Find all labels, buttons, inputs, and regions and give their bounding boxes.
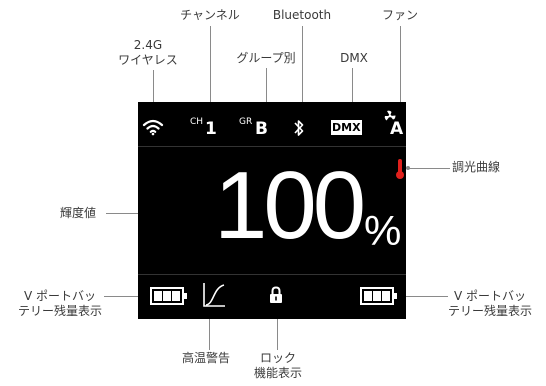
group-prefix: GR [239,117,253,127]
battery-left [150,287,187,305]
leader-lock [277,306,278,350]
label-dimming-curve: 調光曲線 [452,160,501,174]
leader-dmx [352,68,353,106]
channel-prefix: CH [190,117,204,127]
label-channel: チャンネル [180,8,240,22]
curve-icon [203,283,225,307]
battery-cell [373,291,381,301]
leader-wireless [153,70,154,106]
leader-group [266,68,267,106]
leader-v-port-right [396,296,448,297]
label-wireless: 2.4G ワイヤレス [118,38,178,67]
bluetooth-icon [294,120,304,136]
label-lock: ロック 機能表示 [253,351,302,380]
battery-cell [154,291,162,301]
battery-tip [184,293,187,299]
label-v-port-left: V ポートバッ テリー残量表示 [17,289,102,318]
channel-value: 1 [205,119,217,139]
wifi-icon [142,119,164,136]
dmx-badge: DMX [331,120,362,135]
group-value: B [255,119,268,139]
battery-cell [163,291,171,301]
leader-dimming-curve [408,168,450,169]
battery-cell [364,291,372,301]
label-v-port-right: V ポートバッ テリー残量表示 [447,289,532,318]
label-bluetooth: Bluetooth [272,8,332,22]
battery-cell [172,291,180,301]
battery-tip [394,293,397,299]
leader-overheat [209,308,210,350]
fan-mode: A [390,119,404,139]
device-screen: CH 1 GR B DMX A 100 % [138,102,406,319]
label-brightness: 輝度値 [60,206,97,220]
dmx-badge-label: DMX [332,121,361,134]
brightness-unit: % [364,207,402,254]
leader-channel [210,26,211,106]
battery-cell [382,291,390,301]
label-dmx: DMX [340,51,368,65]
label-fan: ファン [381,8,418,22]
thermometer-icon [396,159,404,179]
leader-dot [406,166,410,170]
leader-v-port-left [104,296,154,297]
fan-icon [384,110,396,121]
lock-icon [270,286,282,303]
label-overheat: 高温警告 [181,351,230,365]
leader-bluetooth [302,26,303,106]
brightness-value: 100 [214,152,366,259]
battery-right [360,287,397,305]
label-group: グループ別 [236,51,296,65]
leader-fan [400,26,401,106]
divider-top [138,146,406,147]
divider-bottom [138,274,406,275]
